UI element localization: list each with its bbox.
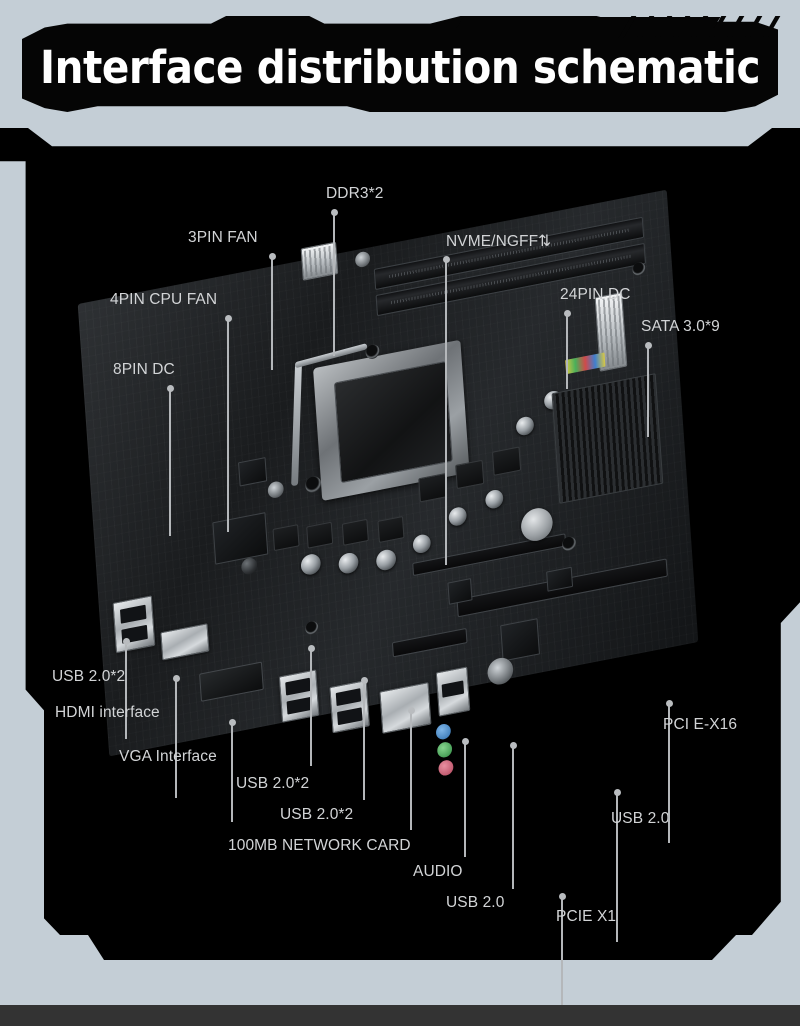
callout-dot-nvme [442,255,450,263]
page-title: Interface distribution schematic [39,40,761,94]
callout-leader-nvme [445,259,447,565]
callout-leader-usb2x2_a [125,641,127,739]
callout-label-usb2x2_a: USB 2.0*2 [52,668,126,685]
callout-dot-dc24 [563,309,571,317]
callout-label-cpufan4: 4PIN CPU FAN [110,291,218,308]
schematic-panel [0,128,800,960]
callout-label-usb2x2_c: USB 2.0*2 [280,806,354,823]
callout-leader-usb2x2_b [310,648,312,766]
callout-label-usb20_a: USB 2.0 [446,894,505,911]
callout-label-sata: SATA 3.0*9 [641,318,720,335]
callout-leader-usb2x2_c [363,680,365,800]
callout-leader-pin3fan [271,256,273,370]
callout-leader-vga [231,722,233,822]
callout-leader-pcie_x16 [668,703,670,843]
callout-dot-vga [228,718,236,726]
callout-dot-usb2x2_c [360,676,368,684]
callout-label-usb2x2_b: USB 2.0*2 [236,775,310,792]
bottom-white-inner-strip [4,1028,796,1034]
callout-dot-ddr3 [330,208,338,216]
callout-label-pcie_x16: PCI E-X16 [663,716,738,733]
callout-label-pcie_x1: PCIE X1 [556,908,617,925]
callout-label-dc8: 8PIN DC [113,361,175,378]
callout-label-pin3fan: 3PIN FAN [188,229,258,246]
callout-dot-pin3fan [268,252,276,260]
callout-label-vga: VGA Interface [119,748,217,765]
header-banner: Interface distribution schematic [22,16,781,112]
callout-dot-lan [407,706,415,714]
hashmark-2 [744,16,763,38]
callout-dot-hdmi [172,674,180,682]
banner-background-shape [22,16,778,112]
callout-dot-usb2x2_b [307,644,315,652]
callout-leader-pcie_x1 [561,896,563,1034]
callout-leader-usb20_b [616,792,618,942]
callout-dot-pcie_x16 [665,699,673,707]
callout-leader-ddr3 [333,212,335,356]
callout-leader-usb20_a [512,745,514,889]
callout-dot-usb20_b [613,788,621,796]
callout-label-nvme: NVME/NGFF⇅ [446,233,552,250]
callout-dot-audio [461,737,469,745]
callout-dot-sata [644,341,652,349]
callout-label-audio: AUDIO [413,863,463,880]
callout-label-ddr3: DDR3*2 [326,185,384,202]
callout-leader-dc24 [566,313,568,389]
callout-label-usb20_b: USB 2.0 [611,810,670,827]
callout-label-dc24: 24PIN DC [560,286,631,303]
callout-leader-cpufan4 [227,318,229,532]
bottom-dark-band [0,1005,800,1026]
callout-dot-usb2x2_a [122,637,130,645]
callout-leader-audio [464,741,466,857]
callout-dot-pcie_x1 [558,892,566,900]
callout-dot-usb20_a [509,741,517,749]
callout-dot-dc8 [166,384,174,392]
callout-label-lan: 100MB NETWORK CARD [228,837,411,854]
callout-leader-dc8 [169,388,171,536]
callout-leader-hdmi [175,678,177,798]
callout-dot-cpufan4 [224,314,232,322]
callout-leader-lan [410,710,412,830]
callout-leader-sata [647,345,649,437]
callout-label-hdmi: HDMI interface [55,704,160,721]
